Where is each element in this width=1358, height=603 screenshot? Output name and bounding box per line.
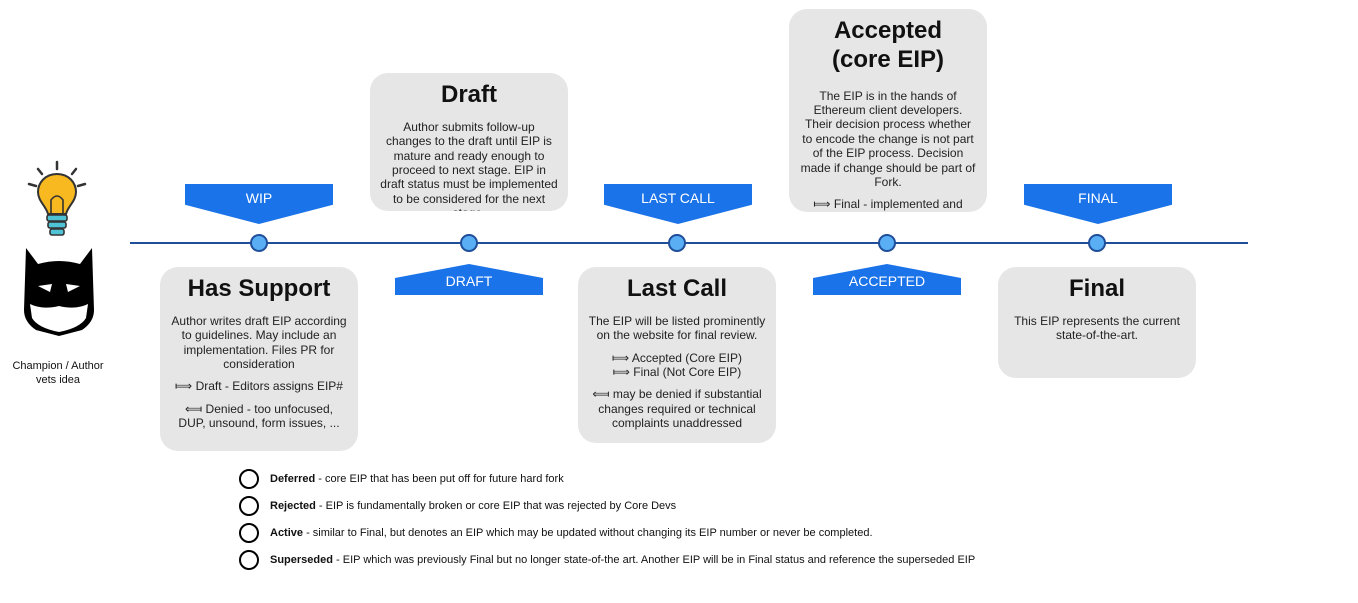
card-accepted-body: The EIP is in the hands of Ethereum clie…: [800, 88, 976, 189]
card-final-title: Final: [1068, 275, 1125, 302]
card-last-call-next-final: ⟾ Final (Not Core EIP): [612, 364, 742, 379]
card-last-call-denied: ⟽ may be denied if substantial changes r…: [592, 387, 762, 431]
card-has-support: Has Support Author writes draft EIP acco…: [160, 267, 358, 451]
flag-wip: WIP: [185, 184, 333, 224]
lightbulb-icon: [27, 160, 87, 236]
timeline-line: [130, 242, 1248, 244]
card-draft-title: Draft: [440, 81, 497, 108]
timeline-node-final: [1088, 234, 1106, 252]
card-accepted-title: Accepted (core EIP): [831, 17, 945, 73]
card-has-support-title: Has Support: [187, 275, 331, 302]
legend-circle-icon: [239, 496, 259, 516]
card-last-call-next-accepted: ⟾ Accepted (Core EIP): [612, 350, 742, 365]
legend-circle-icon: [239, 469, 259, 489]
card-draft-body: Author submits follow-up changes to the …: [380, 119, 558, 211]
mask-icon: [24, 248, 94, 336]
card-accepted-note: ⟾ Final - implemented and adopted by com…: [813, 197, 963, 212]
card-has-support-body: Author writes draft EIP according to gui…: [171, 313, 347, 371]
timeline-node-accepted: [878, 234, 896, 252]
card-final: Final This EIP represents the current st…: [998, 267, 1196, 378]
flag-accepted: ACCEPTED: [813, 264, 961, 295]
card-last-call: Last Call The EIP will be listed promine…: [578, 267, 776, 443]
champion-label: Champion / Author vets idea: [12, 360, 104, 387]
card-has-support-denied: ⟽ Denied - too unfocused, DUP, unsound, …: [178, 401, 340, 431]
timeline-node-has-support: [250, 234, 268, 252]
legend-circle-icon: [239, 523, 259, 543]
card-draft: Draft Author submits follow-up changes t…: [370, 73, 568, 211]
timeline-node-draft: [460, 234, 478, 252]
legend-circle-icon: [239, 550, 259, 570]
timeline-node-last-call: [668, 234, 686, 252]
card-last-call-title: Last Call: [626, 275, 728, 302]
card-last-call-body: The EIP will be listed prominently on th…: [588, 313, 766, 343]
flag-final: FINAL: [1024, 184, 1172, 224]
card-accepted: Accepted (core EIP) The EIP is in the ha…: [789, 9, 987, 212]
flag-draft: DRAFT: [395, 264, 543, 295]
flag-last-call: LAST CALL: [604, 184, 752, 224]
card-has-support-next: ⟾ Draft - Editors assigns EIP#: [175, 379, 343, 394]
card-final-body: This EIP represents the current state-of…: [1014, 313, 1180, 343]
